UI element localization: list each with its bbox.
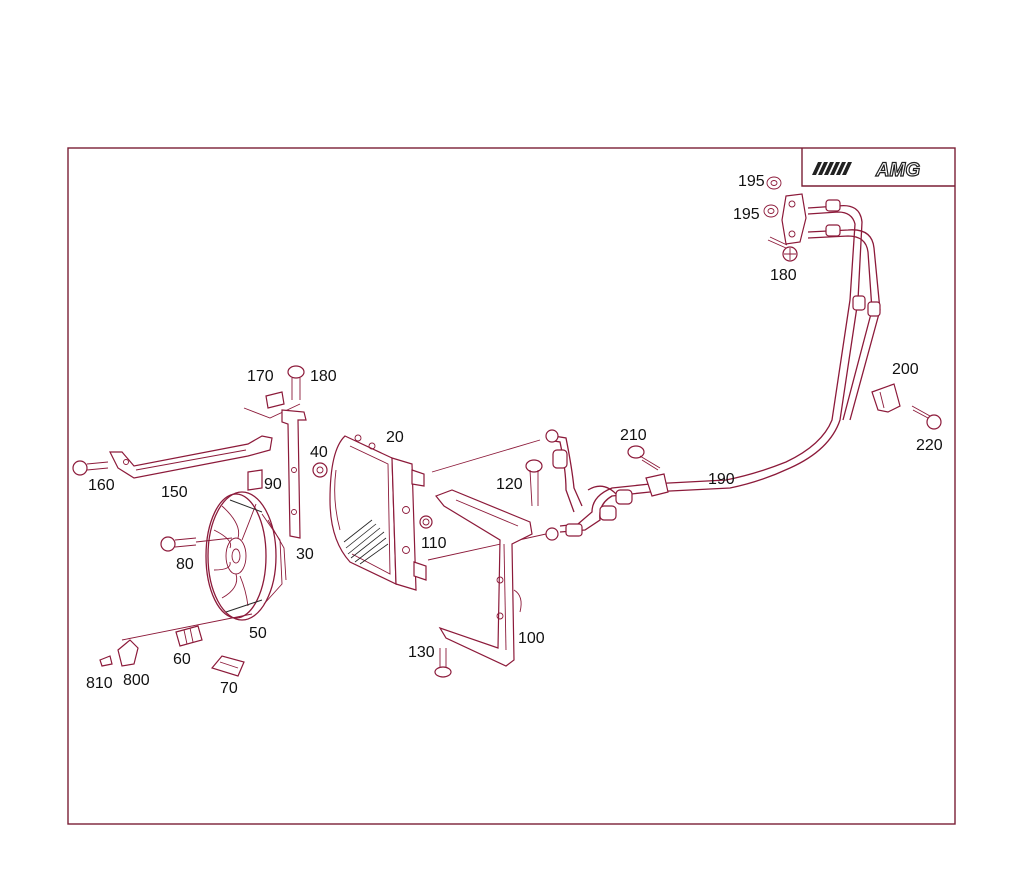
- label-110: 110: [421, 535, 447, 552]
- label-30: 30: [296, 546, 314, 563]
- bolt-120: [525, 459, 543, 507]
- diagram-frame: [67, 147, 956, 825]
- fan-50: [205, 491, 287, 621]
- label-130: 130: [408, 644, 435, 661]
- oil-cooler-20: [329, 434, 427, 591]
- bolt-220: [911, 405, 942, 430]
- seal-195-top: [766, 176, 782, 190]
- label-160: 160: [88, 477, 115, 494]
- label-100: 100: [518, 630, 545, 647]
- part-110: [419, 515, 433, 529]
- seal-195-bottom: [763, 204, 779, 218]
- connector-800: [117, 639, 139, 667]
- washer-170: [265, 391, 285, 409]
- label-195-top: 195: [738, 173, 765, 190]
- amg-logo: AMG: [801, 148, 955, 187]
- label-190: 190: [708, 471, 735, 488]
- label-180-left: 180: [310, 368, 337, 385]
- label-150: 150: [161, 484, 188, 501]
- label-810: 810: [86, 675, 113, 692]
- label-60: 60: [173, 651, 191, 668]
- connector-60: [175, 625, 203, 647]
- label-50: 50: [249, 625, 267, 642]
- bolt-210: [627, 445, 661, 471]
- bracket-100: [435, 489, 533, 667]
- label-90: 90: [264, 476, 282, 493]
- label-40: 40: [310, 444, 328, 461]
- label-800: 800: [123, 672, 150, 689]
- clip-90: [247, 469, 263, 491]
- bolt-130: [434, 648, 452, 678]
- label-180-top: 180: [770, 267, 797, 284]
- clip-70: [210, 655, 245, 677]
- label-20: 20: [386, 429, 404, 446]
- bracket-200: [871, 383, 901, 413]
- label-80: 80: [176, 556, 194, 573]
- label-195-bottom: 195: [733, 206, 760, 223]
- oil-lines-190: [545, 193, 881, 541]
- bracket-30: [281, 409, 307, 539]
- part-labels: 195 195 180 170 180 200 20 210 220 40 12…: [86, 173, 943, 697]
- pin-810: [99, 655, 113, 667]
- label-170: 170: [247, 368, 274, 385]
- label-200: 200: [892, 361, 919, 378]
- bracket-150: [109, 435, 273, 479]
- bolt-80: [160, 536, 197, 552]
- bolt-160: [72, 460, 109, 476]
- leader-lines: [121, 403, 547, 641]
- amg-logo-text: AMG: [875, 160, 921, 181]
- label-220: 220: [916, 437, 943, 454]
- bolt-180-top: [767, 236, 798, 262]
- label-210: 210: [620, 427, 647, 444]
- label-70: 70: [220, 680, 238, 697]
- label-120: 120: [496, 476, 523, 493]
- bolt-180-left: [287, 365, 305, 400]
- seal-40: [312, 462, 328, 478]
